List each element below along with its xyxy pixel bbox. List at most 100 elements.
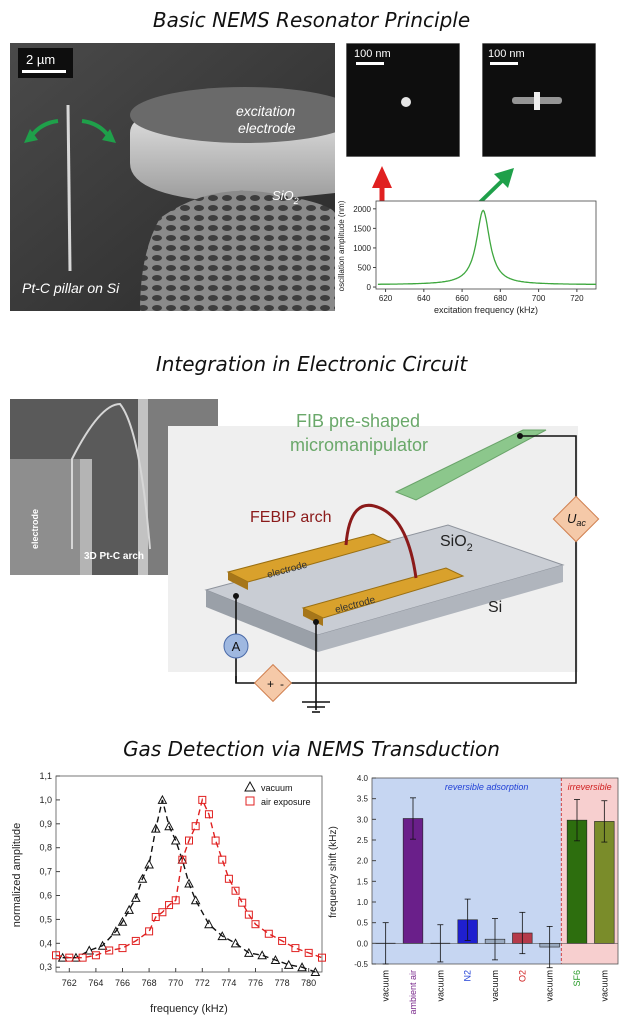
resonance-xtick: 720 bbox=[570, 294, 584, 303]
vacuum-point bbox=[244, 947, 254, 957]
febip-arch bbox=[344, 503, 418, 579]
inset-rest-image: 100 nm bbox=[346, 43, 460, 157]
air-exposure-point bbox=[264, 929, 273, 938]
vacuum-point bbox=[84, 945, 95, 955]
pillar-label: Pt-C pillar on Si bbox=[22, 280, 120, 296]
amplitude-ytick: 0,9 bbox=[39, 819, 52, 829]
category-label: N2 bbox=[463, 970, 473, 982]
frequency-shift-ytick: 1.0 bbox=[357, 898, 369, 907]
air-exposure-point bbox=[224, 874, 233, 883]
vacuum-point bbox=[204, 919, 214, 929]
air-exposure-point bbox=[65, 953, 74, 962]
air-exposure-point bbox=[151, 913, 160, 922]
air-exposure-point bbox=[78, 953, 87, 962]
category-label: vacuum bbox=[490, 970, 500, 1002]
air-exposure-point bbox=[145, 927, 154, 936]
frequency-shift-ytick: 3.5 bbox=[357, 795, 369, 804]
resonance-ytick: 1000 bbox=[353, 244, 371, 253]
vacuum-point bbox=[170, 835, 181, 845]
resonance-xtick: 700 bbox=[532, 294, 546, 303]
vacuum-point bbox=[117, 916, 128, 926]
sem2-electrode-left: electrode bbox=[30, 509, 40, 549]
category-label: vacuum bbox=[435, 970, 445, 1002]
legend-vacuum: vacuum bbox=[261, 783, 293, 793]
frequency-shift-ylabel: frequency shift (kHz) bbox=[328, 826, 339, 918]
vacuum-point bbox=[144, 859, 154, 869]
svg-text:Uac: Uac bbox=[567, 511, 586, 528]
sio2-label: SiO bbox=[272, 188, 294, 203]
frequency-shift-ytick: 4.0 bbox=[357, 774, 369, 783]
amplitude-ytick: 0,3 bbox=[39, 962, 52, 972]
air-exposure-point bbox=[251, 920, 260, 929]
air-exposure-point bbox=[91, 951, 100, 960]
vacuum-point bbox=[124, 904, 134, 914]
air-exposure-point bbox=[304, 948, 313, 957]
amplitude-ytick: 0,8 bbox=[39, 843, 52, 853]
febip-arch-label: FEBIP arch bbox=[250, 509, 332, 526]
resonance-ylabel: oscillation amplitude (nm) bbox=[337, 200, 346, 291]
circuit-sio2-label: SiO bbox=[440, 533, 467, 550]
amplitude-xtick: 770 bbox=[168, 978, 183, 988]
frequency-shift-ytick: 1.5 bbox=[357, 877, 369, 886]
category-label: vacuum bbox=[599, 970, 609, 1002]
fib-label-1: FIB pre-shaped bbox=[296, 411, 420, 431]
resonance-xtick: 660 bbox=[455, 294, 469, 303]
air-exposure-point bbox=[131, 936, 140, 945]
amplitude-xtick: 764 bbox=[88, 978, 103, 988]
resonance-xtick: 620 bbox=[379, 294, 393, 303]
frequency-shift-ytick: 2.0 bbox=[357, 857, 369, 866]
vacuum-point bbox=[257, 950, 267, 960]
reversible-label: reversible adsorption bbox=[445, 782, 529, 792]
circuit-diagram: FIB pre-shaped micromanipulator electrod… bbox=[168, 411, 600, 713]
excitation-electrode-label-1: excitation bbox=[236, 103, 295, 119]
air-exposure-point bbox=[191, 822, 200, 831]
resonance-xtick: 680 bbox=[494, 294, 508, 303]
vacuum-point bbox=[137, 873, 148, 883]
vacuum-point bbox=[111, 926, 121, 936]
vacuum-point bbox=[230, 938, 241, 948]
vacuum-point bbox=[157, 794, 168, 804]
resonance-xtick: 640 bbox=[417, 294, 431, 303]
ac-source-icon bbox=[552, 495, 600, 543]
resonance-ytick: 2000 bbox=[353, 205, 371, 214]
legend-air: air exposure bbox=[261, 797, 311, 807]
frequency-shift-ytick: 0.0 bbox=[357, 939, 369, 948]
air-exposure-point bbox=[318, 953, 326, 962]
air-exposure-point bbox=[204, 810, 213, 819]
air-exposure-point bbox=[185, 836, 193, 845]
air-exposure-point bbox=[105, 946, 114, 955]
svg-text:SiO2: SiO2 bbox=[272, 188, 299, 206]
si-label: Si bbox=[488, 599, 502, 616]
amplitude-ytick: 0,4 bbox=[39, 938, 52, 948]
resonance-ytick: 1500 bbox=[353, 224, 371, 233]
section-title-nems-principle: Basic NEMS Resonator Principle bbox=[152, 8, 471, 32]
ammeter-label: A bbox=[232, 639, 241, 654]
vacuum-point bbox=[270, 954, 281, 965]
vacuum-point bbox=[283, 959, 294, 969]
ammeter-icon bbox=[223, 633, 249, 659]
air-exposure-point bbox=[278, 936, 287, 945]
irreversible-label: irreversible bbox=[568, 782, 612, 792]
vacuum-point bbox=[97, 940, 108, 950]
amplitude-xtick: 774 bbox=[221, 978, 236, 988]
amplitude-xtick: 762 bbox=[62, 978, 77, 988]
air-exposure-point bbox=[218, 855, 227, 864]
amplitude-xtick: 780 bbox=[301, 978, 316, 988]
frequency-shift-ytick: 3.0 bbox=[357, 815, 369, 824]
air-exposure-point bbox=[118, 944, 127, 953]
amplitude-ytick: 0,6 bbox=[39, 891, 52, 901]
amplitude-xtick: 772 bbox=[195, 978, 210, 988]
amplitude-xtick: 778 bbox=[275, 978, 290, 988]
uac-label: U bbox=[567, 511, 577, 526]
svg-text:SiO2: SiO2 bbox=[440, 533, 473, 554]
inset-resonance-image: 100 nm bbox=[482, 43, 596, 157]
category-label: vacuum bbox=[545, 970, 555, 1002]
vacuum-point bbox=[190, 895, 201, 905]
sem2-arch-label: 3D Pt-C arch bbox=[84, 551, 144, 562]
amplitude-ytick: 1,0 bbox=[39, 795, 52, 805]
air-exposure-point bbox=[238, 898, 247, 907]
amplitude-ytick: 1,1 bbox=[39, 771, 52, 781]
inset-a-scale-label: 100 nm bbox=[354, 48, 391, 60]
